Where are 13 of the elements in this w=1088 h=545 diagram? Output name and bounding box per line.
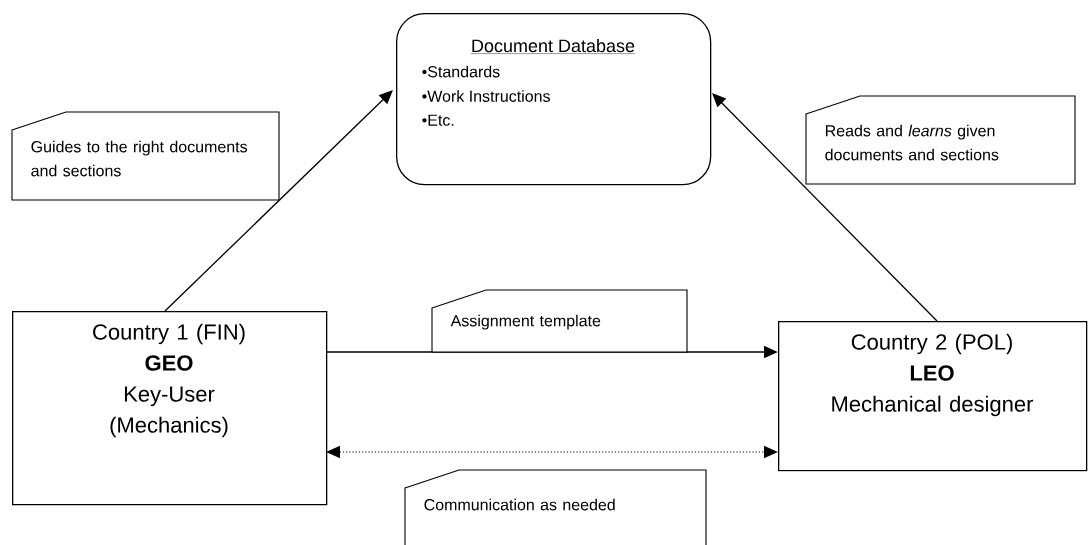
note-label: Guides to the right documents and sections <box>11 111 280 201</box>
arrow <box>712 93 938 322</box>
list-item: •Work Instructions <box>422 90 550 102</box>
box-text: Country 1 (FIN) GEO Key-User (Mechanics) <box>93 323 245 438</box>
list-item: •Etc. <box>422 114 454 126</box>
arrow <box>326 445 778 459</box>
arrow <box>164 90 393 312</box>
list-item: •Standards <box>422 65 500 78</box>
note-label: Reads and learns given documents and sections <box>805 95 1076 185</box>
box-text: Country 2 (POL) LEO Mechanical designer <box>832 333 1034 417</box>
note-label: Communication as needed <box>404 469 707 545</box>
note-label: Assignment template <box>431 289 688 353</box>
heading: Document Database <box>470 38 636 54</box>
